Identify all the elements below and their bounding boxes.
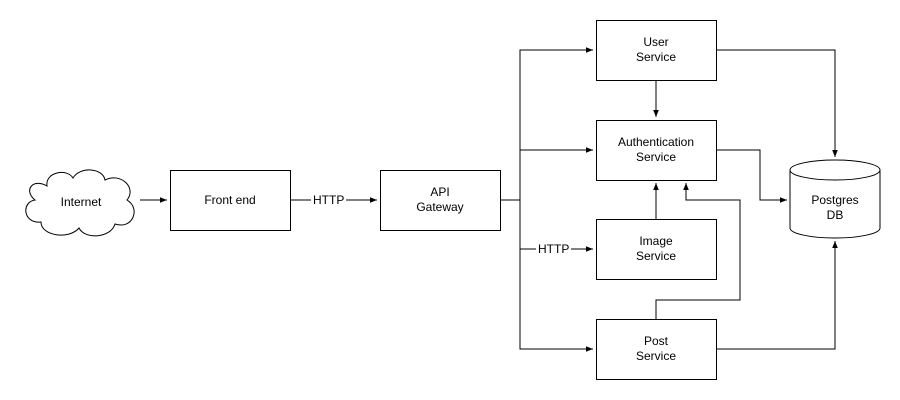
db-node-shape bbox=[789, 159, 881, 239]
post-node-shape bbox=[596, 319, 717, 380]
edge-gateway-to-user bbox=[500, 47, 593, 201]
gateway-node-shape bbox=[380, 170, 501, 231]
http-label-frontend-gateway: HTTP bbox=[311, 193, 347, 207]
image-node-shape bbox=[596, 219, 717, 280]
edge-auth-to-db bbox=[716, 149, 787, 203]
edge-post-to-auth bbox=[655, 183, 741, 319]
user-node-shape bbox=[596, 20, 717, 81]
edge-post-to-db bbox=[716, 241, 838, 350]
frontend-node-shape bbox=[170, 170, 291, 231]
http-label-gateway-image: HTTP bbox=[536, 242, 572, 256]
edge-user-to-db bbox=[716, 49, 838, 157]
auth-node-shape bbox=[596, 120, 717, 181]
edge-gateway-to-post bbox=[519, 200, 593, 352]
internet-node-shape bbox=[25, 169, 135, 237]
